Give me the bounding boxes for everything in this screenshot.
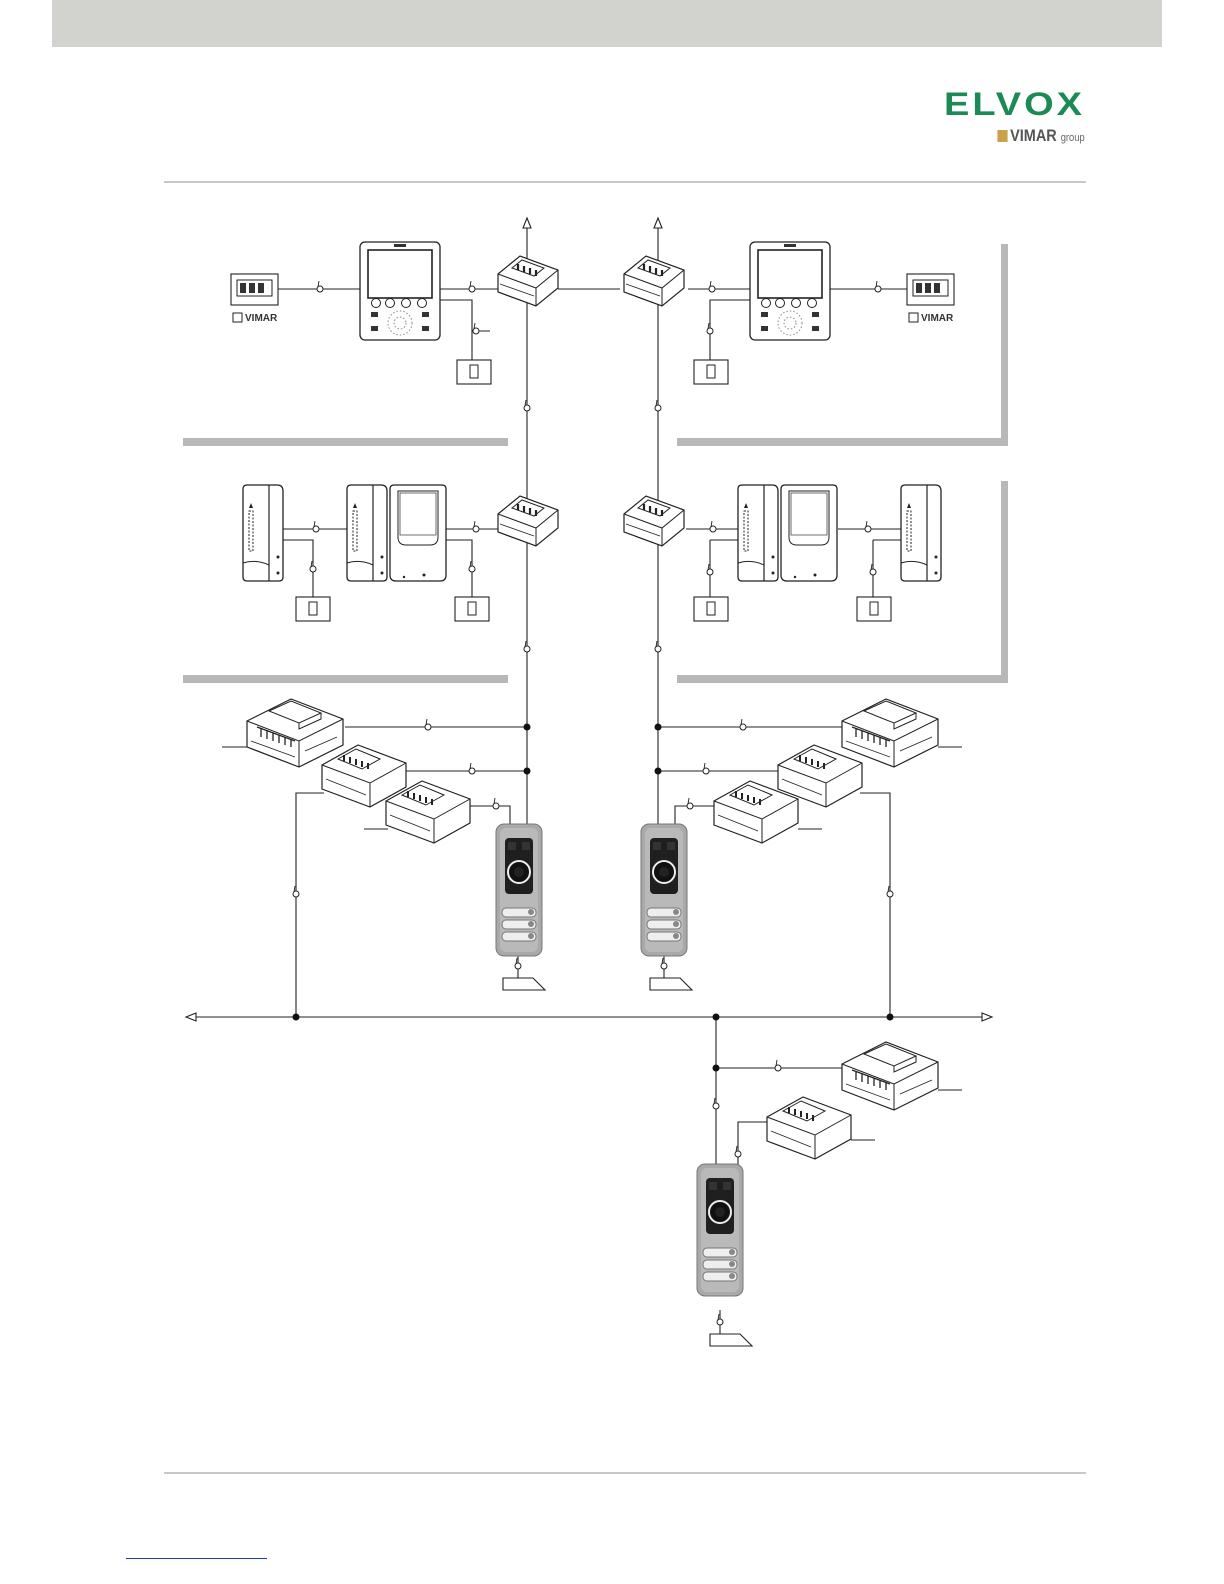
keypad-vimar-left: VIMAR bbox=[231, 274, 278, 324]
power-supply-bottom bbox=[842, 1042, 938, 1110]
entrance-right bbox=[641, 699, 938, 990]
video-monitor-apt3 bbox=[390, 485, 446, 581]
video-monitor-apt4 bbox=[781, 485, 837, 581]
distributor-apt3 bbox=[498, 496, 558, 546]
door-button-apt3b bbox=[455, 597, 489, 621]
entrance-panel-bottom bbox=[697, 1164, 743, 1296]
apartment-1: VIMAR bbox=[231, 242, 558, 384]
zone-divider-right-side-upper bbox=[1001, 244, 1008, 446]
bottom-rule bbox=[164, 1472, 1086, 1474]
handset-apt3a bbox=[243, 485, 283, 581]
door-button-apt4a bbox=[694, 597, 728, 621]
power-supply-right bbox=[842, 699, 938, 767]
handset-apt4a bbox=[738, 485, 778, 581]
videophone-apt1 bbox=[360, 242, 440, 340]
apartment-4 bbox=[624, 485, 941, 621]
zone-divider-left-upper bbox=[183, 438, 508, 446]
keypad-label-right: VIMAR bbox=[921, 313, 954, 324]
door-lock-left bbox=[503, 978, 545, 990]
power-supply-left bbox=[247, 699, 343, 767]
door-button-apt2 bbox=[694, 360, 728, 384]
door-lock-right bbox=[650, 978, 692, 990]
riser-left-arrow-icon bbox=[523, 218, 531, 228]
videophone-apt2 bbox=[750, 242, 830, 340]
entrance-panel-left bbox=[496, 824, 542, 956]
bus-arrow-right-icon bbox=[982, 1013, 992, 1021]
footer-link-underline bbox=[126, 1558, 267, 1559]
riser-right-arrow-icon bbox=[654, 218, 662, 228]
door-button-apt4b bbox=[857, 597, 891, 621]
vimar-logo-icon bbox=[233, 313, 242, 322]
handset-apt4b bbox=[901, 485, 941, 581]
zone-divider-right-lower bbox=[677, 675, 1008, 683]
distributor-apt4 bbox=[624, 496, 684, 546]
wiring bbox=[186, 218, 992, 1334]
entrance-bottom bbox=[697, 1042, 938, 1346]
distributor-apt2 bbox=[624, 256, 684, 306]
entrance-panel-right bbox=[641, 824, 687, 956]
zone-divider-right-upper bbox=[677, 438, 1008, 446]
entrance-left bbox=[247, 699, 545, 990]
apartment-2: VIMAR bbox=[624, 242, 954, 384]
keypad-vimar-right: VIMAR bbox=[907, 274, 954, 324]
distributor-apt1 bbox=[498, 256, 558, 306]
door-button-apt3a bbox=[296, 597, 330, 621]
zone-divider-left-lower bbox=[183, 675, 508, 683]
handset-apt3b bbox=[347, 485, 387, 581]
door-lock-bottom bbox=[710, 1334, 752, 1346]
keypad-label-left: VIMAR bbox=[245, 313, 278, 324]
bus-arrow-left-icon bbox=[186, 1013, 196, 1021]
door-button-apt1 bbox=[457, 360, 491, 384]
module-bottom bbox=[767, 1097, 851, 1159]
apartment-3 bbox=[243, 485, 558, 621]
zone-divider-right-side-lower bbox=[1001, 481, 1008, 683]
vimar-logo-icon bbox=[909, 313, 918, 322]
wire-markers bbox=[293, 281, 893, 1325]
